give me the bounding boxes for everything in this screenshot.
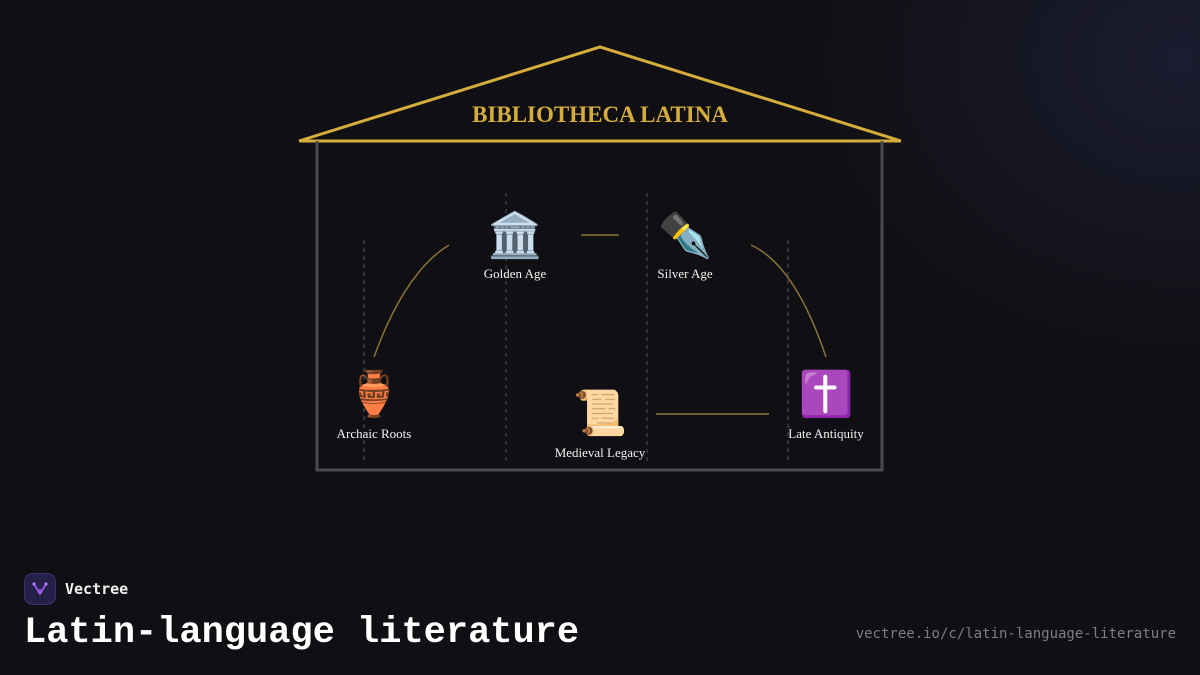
brand[interactable]: Vectree bbox=[24, 573, 579, 605]
node-medieval-legacy[interactable]: 📜 Medieval Legacy bbox=[555, 388, 646, 460]
brand-name: Vectree bbox=[65, 580, 129, 598]
page-title: Latin-language literature bbox=[24, 612, 580, 654]
node-label: Archaic Roots bbox=[337, 426, 412, 441]
node-label: Golden Age bbox=[484, 266, 547, 281]
amphora-icon: 🏺 bbox=[347, 369, 402, 420]
fountain-pen-icon: ✒️ bbox=[658, 210, 713, 261]
node-label: Medieval Legacy bbox=[555, 445, 646, 460]
node-silver-age[interactable]: ✒️ Silver Age bbox=[657, 210, 712, 281]
latin-cross-icon: ✝️ bbox=[799, 369, 854, 420]
node-archaic-roots[interactable]: 🏺 Archaic Roots bbox=[337, 369, 412, 441]
connector-archaic-golden bbox=[373, 244, 450, 358]
node-label: Late Antiquity bbox=[788, 426, 864, 441]
footer: Vectree Latin-language literature bbox=[24, 573, 579, 655]
classical-building-icon: 🏛️ bbox=[488, 210, 543, 261]
page-url[interactable]: vectree.io/c/latin-language-literature bbox=[855, 626, 1176, 642]
vectree-logo-icon bbox=[24, 573, 56, 605]
connector-silver-late bbox=[750, 244, 827, 358]
node-label: Silver Age bbox=[657, 266, 712, 281]
building-frame bbox=[315, 141, 884, 472]
scroll-icon: 📜 bbox=[573, 388, 628, 439]
diagram-title: BIBLIOTHECA LATINA bbox=[472, 102, 728, 127]
roof-outline bbox=[298, 45, 902, 143]
node-golden-age[interactable]: 🏛️ Golden Age bbox=[484, 210, 547, 281]
node-late-antiquity[interactable]: ✝️ Late Antiquity bbox=[788, 369, 864, 441]
